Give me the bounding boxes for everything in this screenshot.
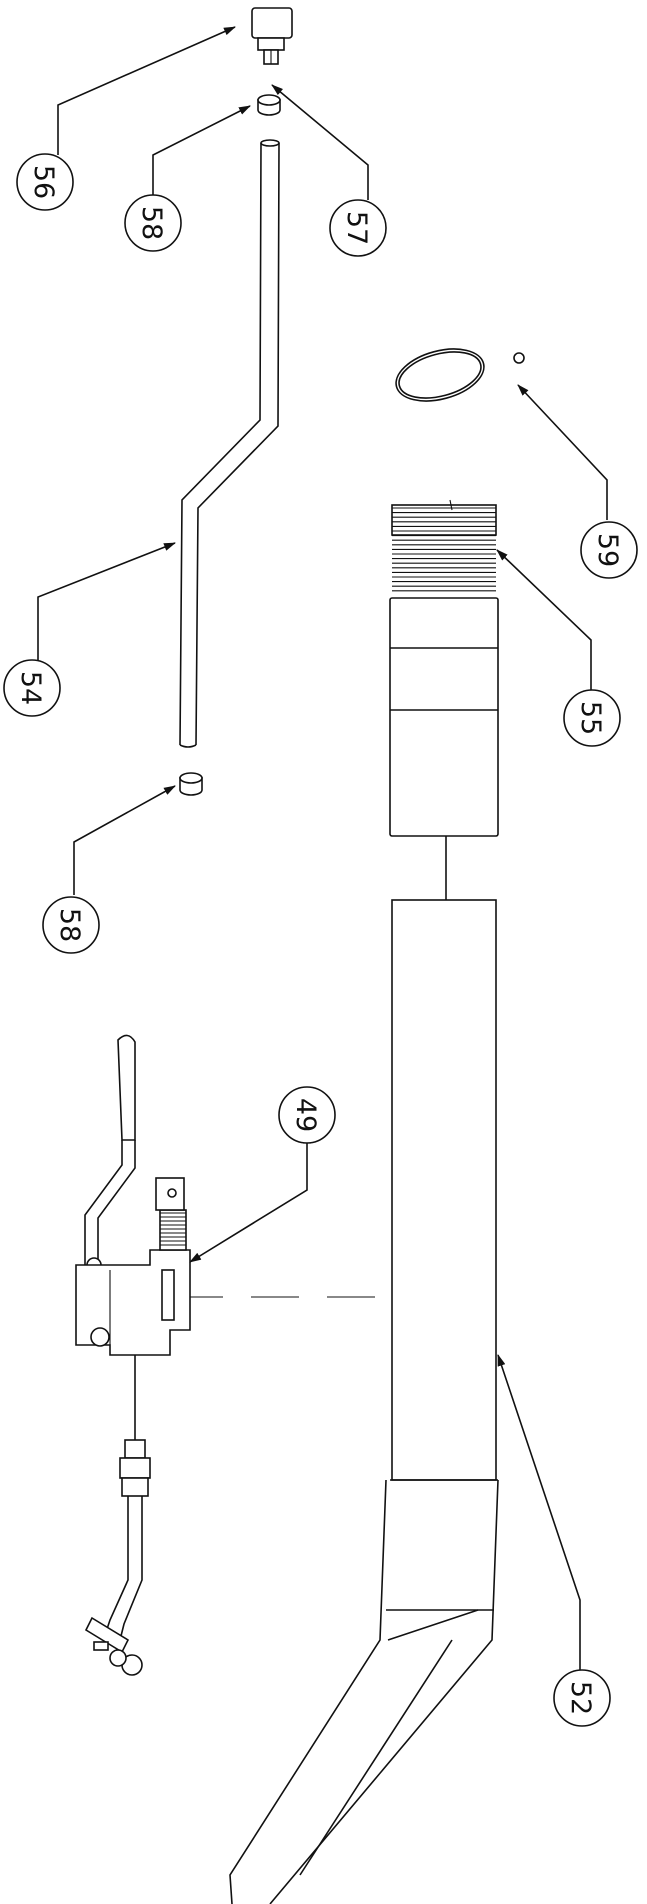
part-56-cap [251, 7, 293, 65]
svg-text:59: 59 [592, 533, 623, 567]
part-58-plug-lower [179, 772, 203, 796]
callout-58-upper: 58 [124, 194, 182, 252]
svg-text:55: 55 [575, 701, 606, 735]
callout-59: 59 [580, 521, 638, 579]
leader-58-lower [73, 785, 176, 895]
svg-text:58: 58 [136, 206, 167, 240]
part-55-threaded-fitting [391, 499, 497, 592]
leader-54 [37, 542, 176, 660]
callout-49: 49 [278, 1086, 336, 1144]
svg-text:58: 58 [54, 908, 85, 942]
leader-58-upper [152, 105, 251, 195]
leader-57 [271, 84, 369, 200]
svg-text:57: 57 [341, 211, 372, 245]
leader-49 [189, 1143, 308, 1263]
leader-56 [57, 26, 236, 155]
part-59-snap-ring [395, 348, 525, 402]
svg-text:56: 56 [28, 165, 59, 199]
svg-text:54: 54 [15, 671, 46, 705]
callout-58-lower: 58 [42, 896, 100, 954]
leader-55 [496, 549, 592, 690]
part-tube-connector [389, 597, 499, 900]
leader-lines [37, 26, 608, 1670]
callout-55: 55 [563, 689, 621, 747]
leader-52 [497, 1354, 581, 1670]
part-54-rod [179, 139, 280, 748]
part-58-plug-upper [257, 94, 281, 116]
part-49-valve-assembly [75, 1034, 191, 1676]
svg-text:52: 52 [565, 1681, 596, 1715]
leader-59 [517, 384, 608, 520]
callout-57: 57 [329, 199, 387, 257]
part-52-wand [229, 899, 499, 1904]
callout-54: 54 [3, 659, 61, 717]
callout-56: 56 [16, 153, 74, 211]
callout-52: 52 [553, 1669, 611, 1727]
svg-text:49: 49 [290, 1098, 321, 1132]
